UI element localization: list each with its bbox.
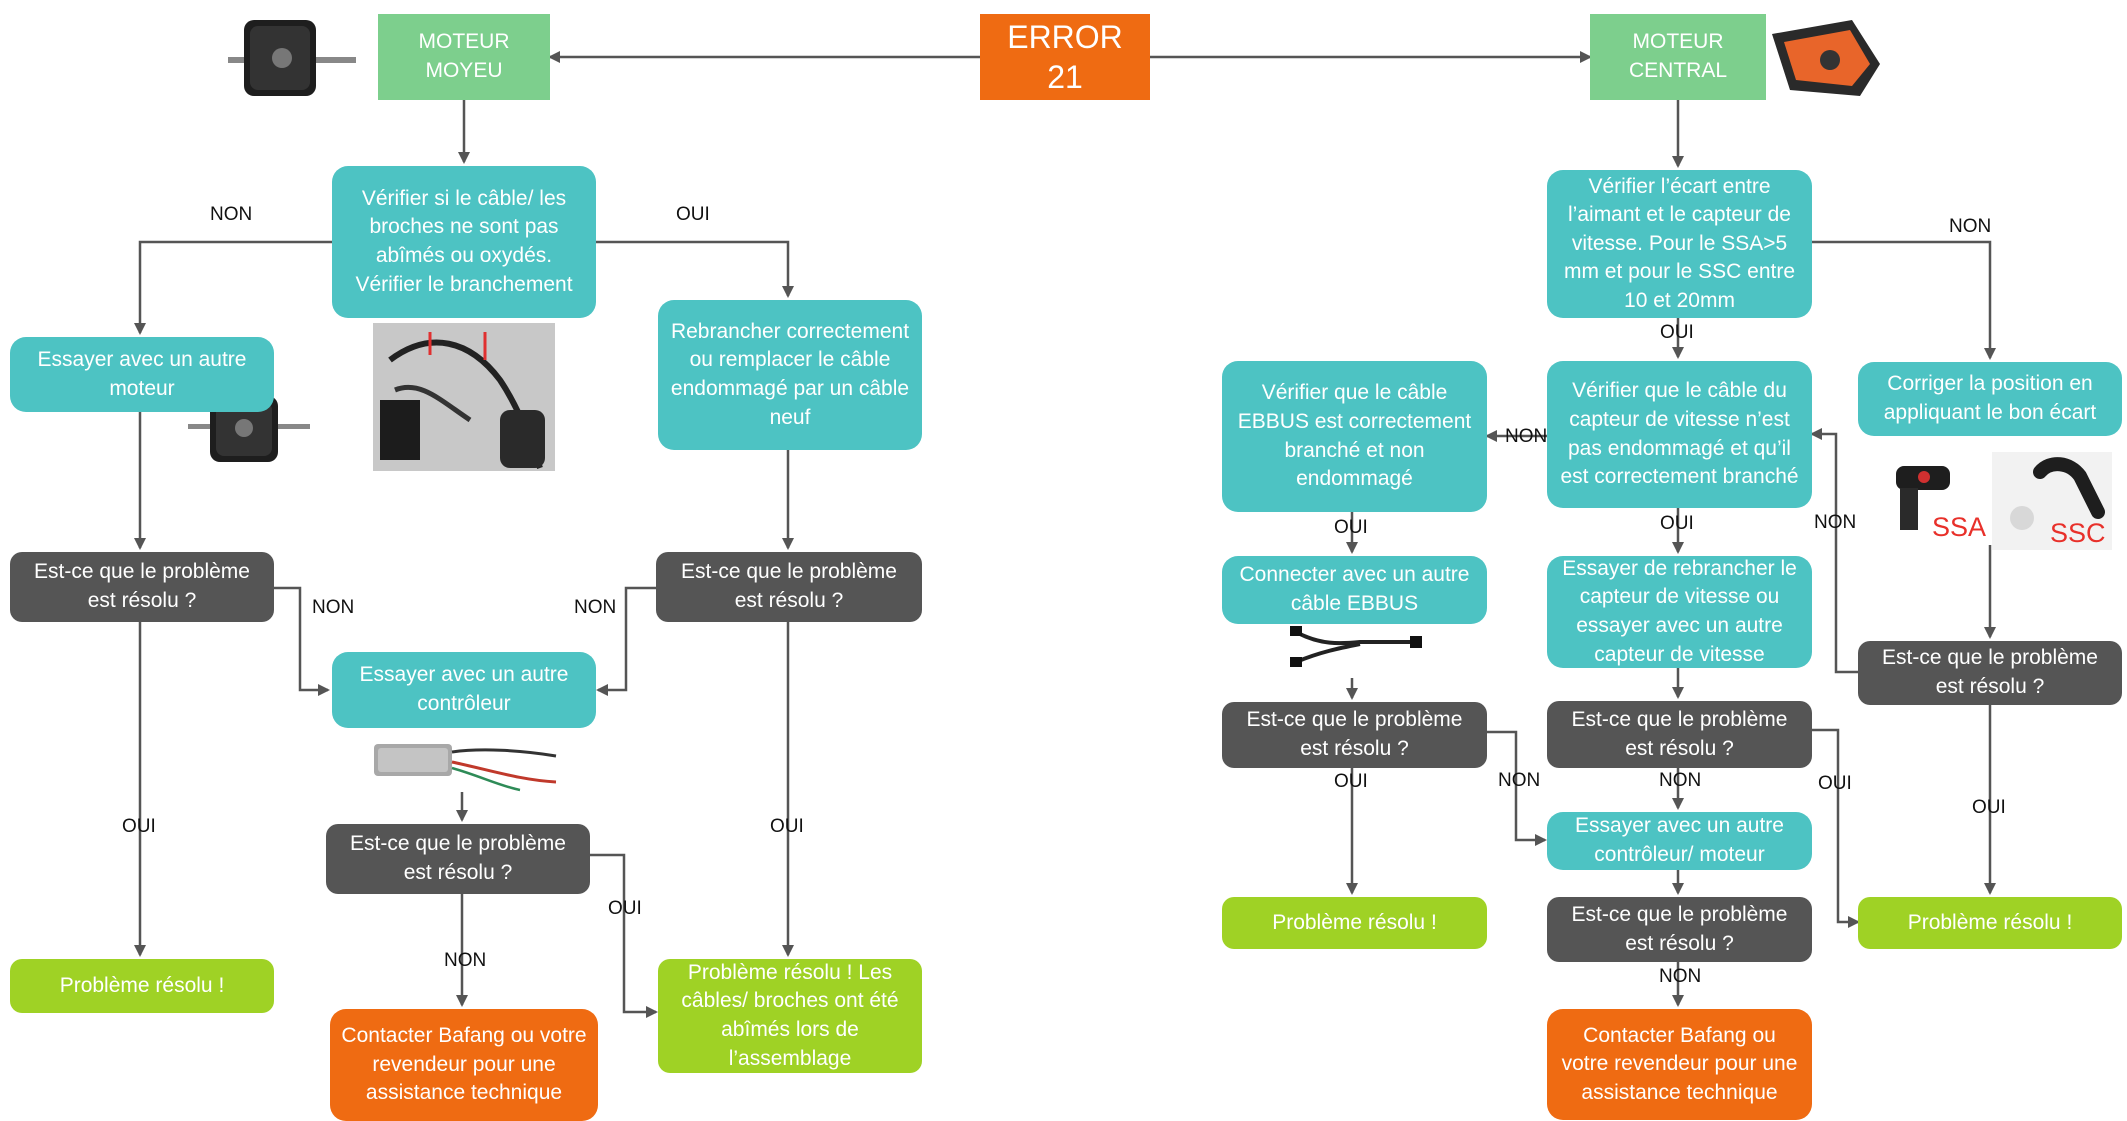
arrow-qebbus-non bbox=[1487, 730, 1547, 846]
question-final: Est-ce que le problème est résolu ? bbox=[1547, 897, 1812, 962]
connect-other-ebbus-step: Connecter avec un autre câble EBBUS bbox=[1222, 556, 1487, 624]
question-position: Est-ce que le problème est résolu ? bbox=[1858, 641, 2122, 705]
arrow-qposition-non bbox=[1810, 428, 1858, 674]
resolved-cables-damaged: Problème résolu ! Les câbles/ broches on… bbox=[658, 959, 922, 1073]
check-ebbus-cable-step: Vérifier que le câble EBBUS est correcte… bbox=[1222, 361, 1487, 512]
central-motor-header-line2: CENTRAL bbox=[1628, 59, 1728, 82]
arrow-qleft-non bbox=[274, 586, 330, 696]
question-ebbus: Est-ce que le problème est résolu ? bbox=[1222, 702, 1487, 768]
edge-label-non: NON bbox=[1659, 966, 1702, 987]
edge-label-oui: OUI bbox=[1660, 322, 1694, 343]
retry-speed-sensor-step: Essayer de rebrancher le capteur de vite… bbox=[1547, 556, 1812, 668]
resolved-right-left: Problème résolu ! bbox=[1222, 897, 1487, 949]
arrow-qright-non bbox=[596, 586, 656, 696]
central-motor-header-line1: MOTEUR bbox=[1632, 30, 1724, 54]
central-motor-header: MOTEUR CENTRAL bbox=[1590, 14, 1766, 100]
edge-label-oui: OUI bbox=[1818, 773, 1852, 794]
error-code-box: ERROR 21 bbox=[980, 14, 1150, 100]
check-magnet-gap-step: Vérifier l’écart entre l’aimant et le ca… bbox=[1547, 170, 1812, 318]
reconnect-cable-step: Rebrancher correctement ou remplacer le … bbox=[658, 300, 922, 450]
speed-sensor-ssa-icon bbox=[1896, 466, 1950, 530]
resolved-left: Problème résolu ! bbox=[10, 959, 274, 1013]
edge-label-oui: OUI bbox=[676, 204, 710, 225]
arrow-qsensor-oui bbox=[1811, 728, 1860, 928]
contact-bafang-left: Contacter Bafang ou votre revendeur pour… bbox=[330, 1009, 598, 1121]
resolved-right: Problème résolu ! bbox=[1858, 897, 2122, 949]
edge-label-oui: OUI bbox=[1660, 513, 1694, 534]
edge-label-oui: OUI bbox=[770, 816, 804, 837]
edge-label-oui: OUI bbox=[122, 816, 156, 837]
arrow-qmid-oui bbox=[590, 853, 658, 1018]
check-cable-step: Vérifier si le câble/ les broches ne son… bbox=[332, 166, 596, 318]
question-right: Est-ce que le problème est résolu ? bbox=[656, 552, 922, 622]
hub-motor-header-line2: MOYEU bbox=[425, 59, 503, 82]
speed-sensor-ssc-icon bbox=[1992, 452, 2112, 550]
ebbus-cable-icon bbox=[1290, 626, 1422, 667]
edge-label-oui: OUI bbox=[1334, 517, 1368, 538]
fix-position-step: Corriger la position en appliquant le bo… bbox=[1858, 362, 2122, 436]
edge-label-non: NON bbox=[1949, 216, 1992, 237]
edge-label-oui: OUI bbox=[608, 898, 642, 919]
contact-bafang-right: Contacter Bafang ou votre revendeur pour… bbox=[1547, 1009, 1812, 1120]
question-middle: Est-ce que le problème est résolu ? bbox=[326, 824, 590, 894]
edge-label-non: NON bbox=[312, 597, 355, 618]
hub-motor-icon-small bbox=[188, 396, 310, 462]
edge-label-oui: OUI bbox=[1334, 771, 1368, 792]
edge-label-non: NON bbox=[574, 597, 617, 618]
question-left: Est-ce que le problème est résolu ? bbox=[10, 552, 274, 622]
error-number: 21 bbox=[1047, 59, 1083, 95]
try-other-controller-step: Essayer avec un autre contrôleur bbox=[332, 652, 596, 728]
error-label: ERROR bbox=[1007, 19, 1123, 55]
arrow-check-non bbox=[134, 240, 332, 335]
edge-label-non: NON bbox=[1505, 426, 1548, 447]
controller-icon bbox=[374, 744, 557, 792]
edge-label-non: NON bbox=[1498, 770, 1541, 791]
try-other-controller-motor-step: Essayer avec un autre contrôleur/ moteur bbox=[1547, 812, 1812, 870]
edge-label-non: NON bbox=[1659, 770, 1702, 791]
ssc-label: SSC bbox=[2050, 518, 2106, 548]
check-sensor-cable-step: Vérifier que le câble du capteur de vite… bbox=[1547, 361, 1812, 508]
edge-label-non: NON bbox=[444, 950, 487, 971]
arrow-gap-non bbox=[1812, 240, 1996, 360]
try-other-motor-step: Essayer avec un autre moteur bbox=[10, 337, 274, 412]
mid-drive-motor-icon bbox=[1772, 20, 1880, 96]
edge-label-non: NON bbox=[1814, 512, 1857, 533]
question-sensor: Est-ce que le problème est résolu ? bbox=[1547, 701, 1812, 768]
edge-label-non: NON bbox=[210, 204, 253, 225]
ssa-label: SSA bbox=[1932, 512, 1987, 542]
arrow-check-oui bbox=[596, 240, 794, 298]
hub-motor-header: MOTEUR MOYEU bbox=[378, 14, 550, 100]
hub-motor-icon bbox=[228, 20, 356, 96]
cable-connector-photo bbox=[373, 323, 555, 471]
edge-label-oui: OUI bbox=[1972, 797, 2006, 818]
hub-motor-header-line1: MOTEUR bbox=[418, 30, 510, 54]
